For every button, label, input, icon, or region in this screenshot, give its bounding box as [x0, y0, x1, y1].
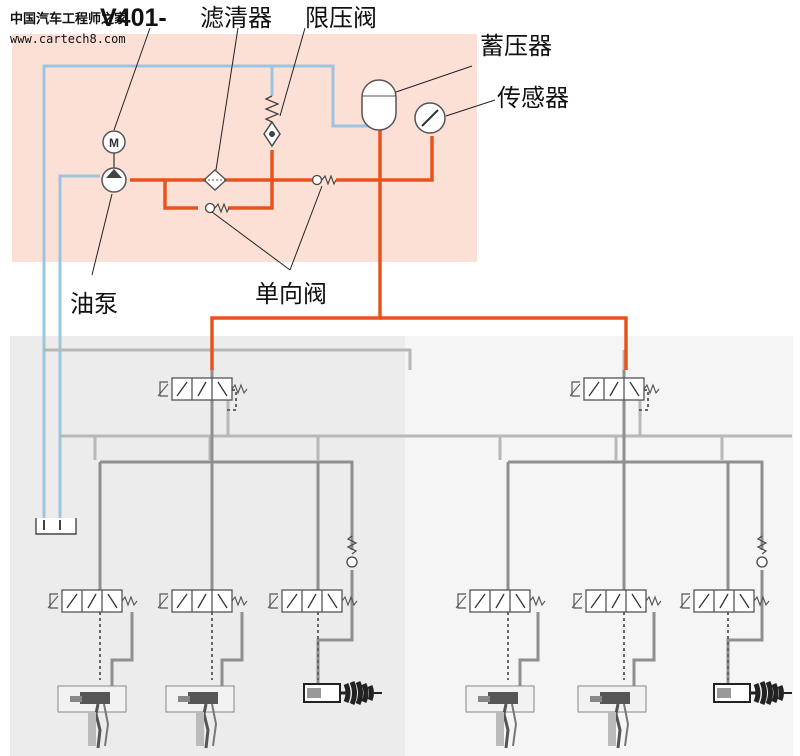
filter-icon	[202, 169, 228, 191]
label-pressure-limit-valve: 限压阀	[305, 4, 377, 32]
motor-icon: M	[102, 130, 126, 154]
label-v401: V401-	[100, 4, 167, 32]
label-check-valve: 单向阀	[255, 280, 327, 308]
pressure-lines	[130, 130, 628, 370]
label-accumulator: 蓄压器	[480, 32, 552, 60]
sensor-icon	[414, 102, 446, 134]
svg-text:M: M	[109, 136, 119, 150]
return-lines	[42, 64, 380, 525]
supply-area	[12, 34, 477, 262]
accumulator-icon	[361, 79, 397, 131]
gear-lines	[44, 348, 792, 460]
label-sensor: 传感器	[497, 84, 569, 112]
check-valve-icon-4	[756, 535, 768, 568]
pressure-limit-valve-icon	[263, 95, 281, 148]
check-valve-icon-3	[346, 535, 358, 568]
pilot-lines	[99, 389, 729, 680]
label-oil-pump: 油泵	[70, 290, 118, 318]
label-filter: 滤清器	[200, 4, 272, 32]
pump-icon	[101, 167, 127, 193]
leader-lines	[91, 27, 496, 276]
watermark-url: www.cartech8.com	[10, 32, 126, 46]
tank-icon	[35, 518, 77, 535]
watermark-brand: 中国汽车工程师之家	[10, 12, 128, 27]
gear-lines-dark	[98, 370, 764, 688]
